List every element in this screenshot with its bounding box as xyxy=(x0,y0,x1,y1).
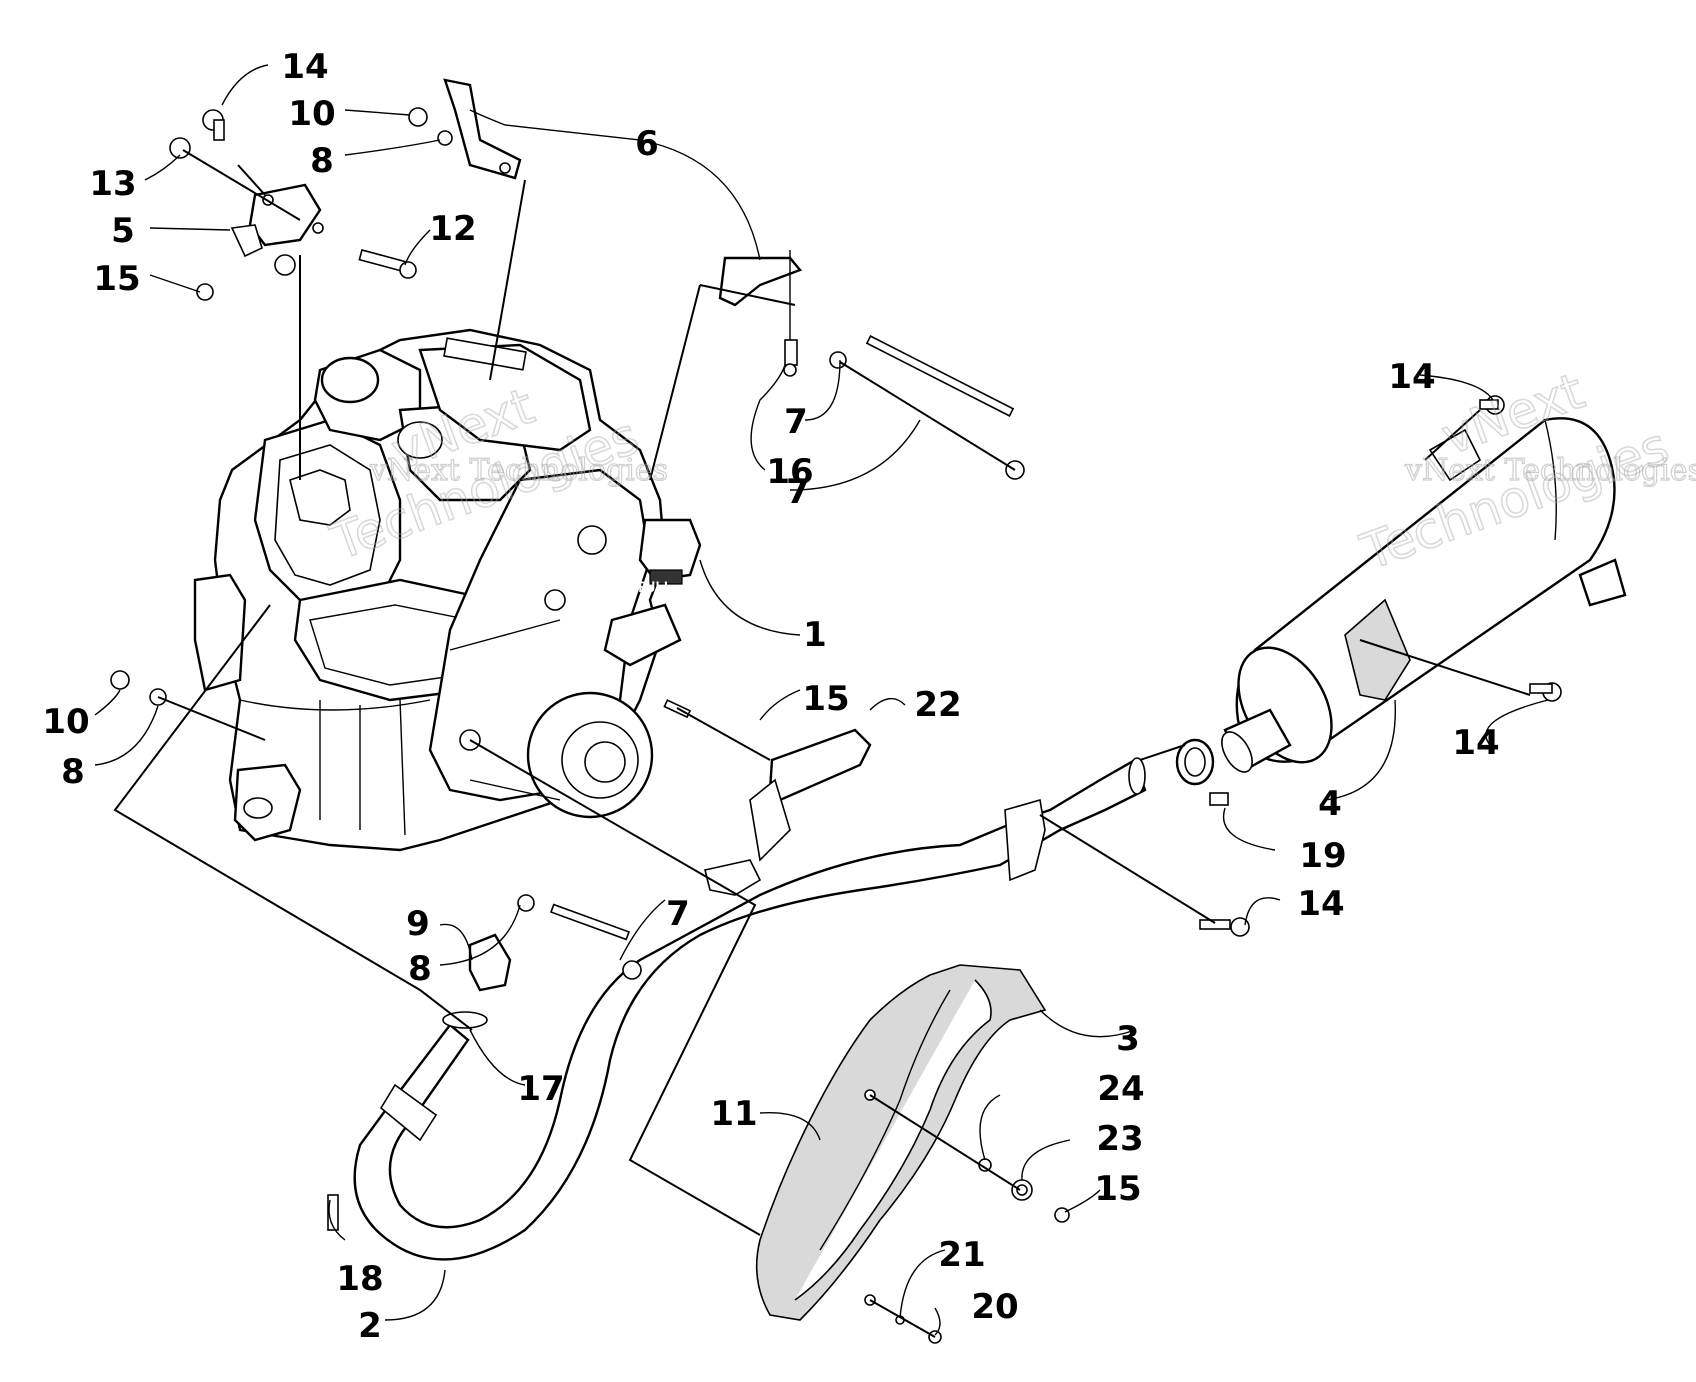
fasteners xyxy=(110,107,1562,1344)
engine-assembly: PULL xyxy=(193,328,702,852)
callout-23: 23 xyxy=(1096,1119,1143,1159)
callout-10-left: 10 xyxy=(42,702,89,742)
callout-9: 9 xyxy=(406,904,430,944)
callout-8-lower: 8 xyxy=(408,949,432,989)
engine-pull-tag: PULL xyxy=(638,580,672,596)
callout-18: 18 xyxy=(336,1259,383,1299)
exhaust-pipe xyxy=(353,757,1147,1261)
watermark-text-left: vNext Technologies xyxy=(369,453,668,488)
callouts: 14 10 8 6 13 5 12 15 14 7 16 7 1 15 22 1… xyxy=(42,47,1499,1346)
bracket-6 xyxy=(443,78,522,180)
callout-14-top-left: 14 xyxy=(281,47,328,87)
bracket-22 xyxy=(704,728,872,896)
callout-10-top: 10 xyxy=(288,94,335,134)
callout-21: 21 xyxy=(938,1235,985,1275)
leader-lines xyxy=(94,64,1549,1338)
callout-7-upper: 7 xyxy=(786,472,810,512)
callout-22: 22 xyxy=(914,685,961,725)
callout-8-top: 8 xyxy=(310,141,334,181)
callout-1: 1 xyxy=(803,615,827,655)
spacer-9 xyxy=(468,933,512,992)
callout-19: 19 xyxy=(1299,836,1346,876)
callout-14-right-mid: 14 xyxy=(1452,723,1499,763)
callout-16: 16 xyxy=(766,452,813,492)
heat-shield xyxy=(755,964,1047,1321)
upper-mount-bracket xyxy=(718,250,803,350)
callout-2: 2 xyxy=(358,1306,382,1346)
callout-15-center: 15 xyxy=(802,679,849,719)
callout-6: 6 xyxy=(635,124,659,164)
callout-4: 4 xyxy=(1318,784,1342,824)
bracket-5 xyxy=(230,183,324,276)
muffler xyxy=(1221,417,1627,773)
callout-7-lower: 7 xyxy=(666,894,690,934)
callout-3: 3 xyxy=(1116,1019,1140,1059)
callout-8-center: 7 xyxy=(784,402,808,442)
callout-17: 17 xyxy=(517,1069,564,1109)
callout-15-top-left: 15 xyxy=(93,259,140,299)
callout-15-right: 15 xyxy=(1094,1169,1141,1209)
callout-8-left: 8 xyxy=(61,752,85,792)
callout-12: 12 xyxy=(429,209,476,249)
callout-14-right-top: 14 xyxy=(1388,357,1435,397)
watermark-text-right: vNext Technologies xyxy=(1404,453,1696,488)
clamp-19 xyxy=(1175,738,1229,806)
callout-5: 5 xyxy=(111,211,135,251)
callout-20: 20 xyxy=(971,1287,1018,1327)
callout-11: 11 xyxy=(710,1094,757,1134)
callout-13: 13 xyxy=(89,164,136,204)
callout-14-right-low: 14 xyxy=(1297,884,1344,924)
callout-24: 24 xyxy=(1097,1069,1144,1109)
